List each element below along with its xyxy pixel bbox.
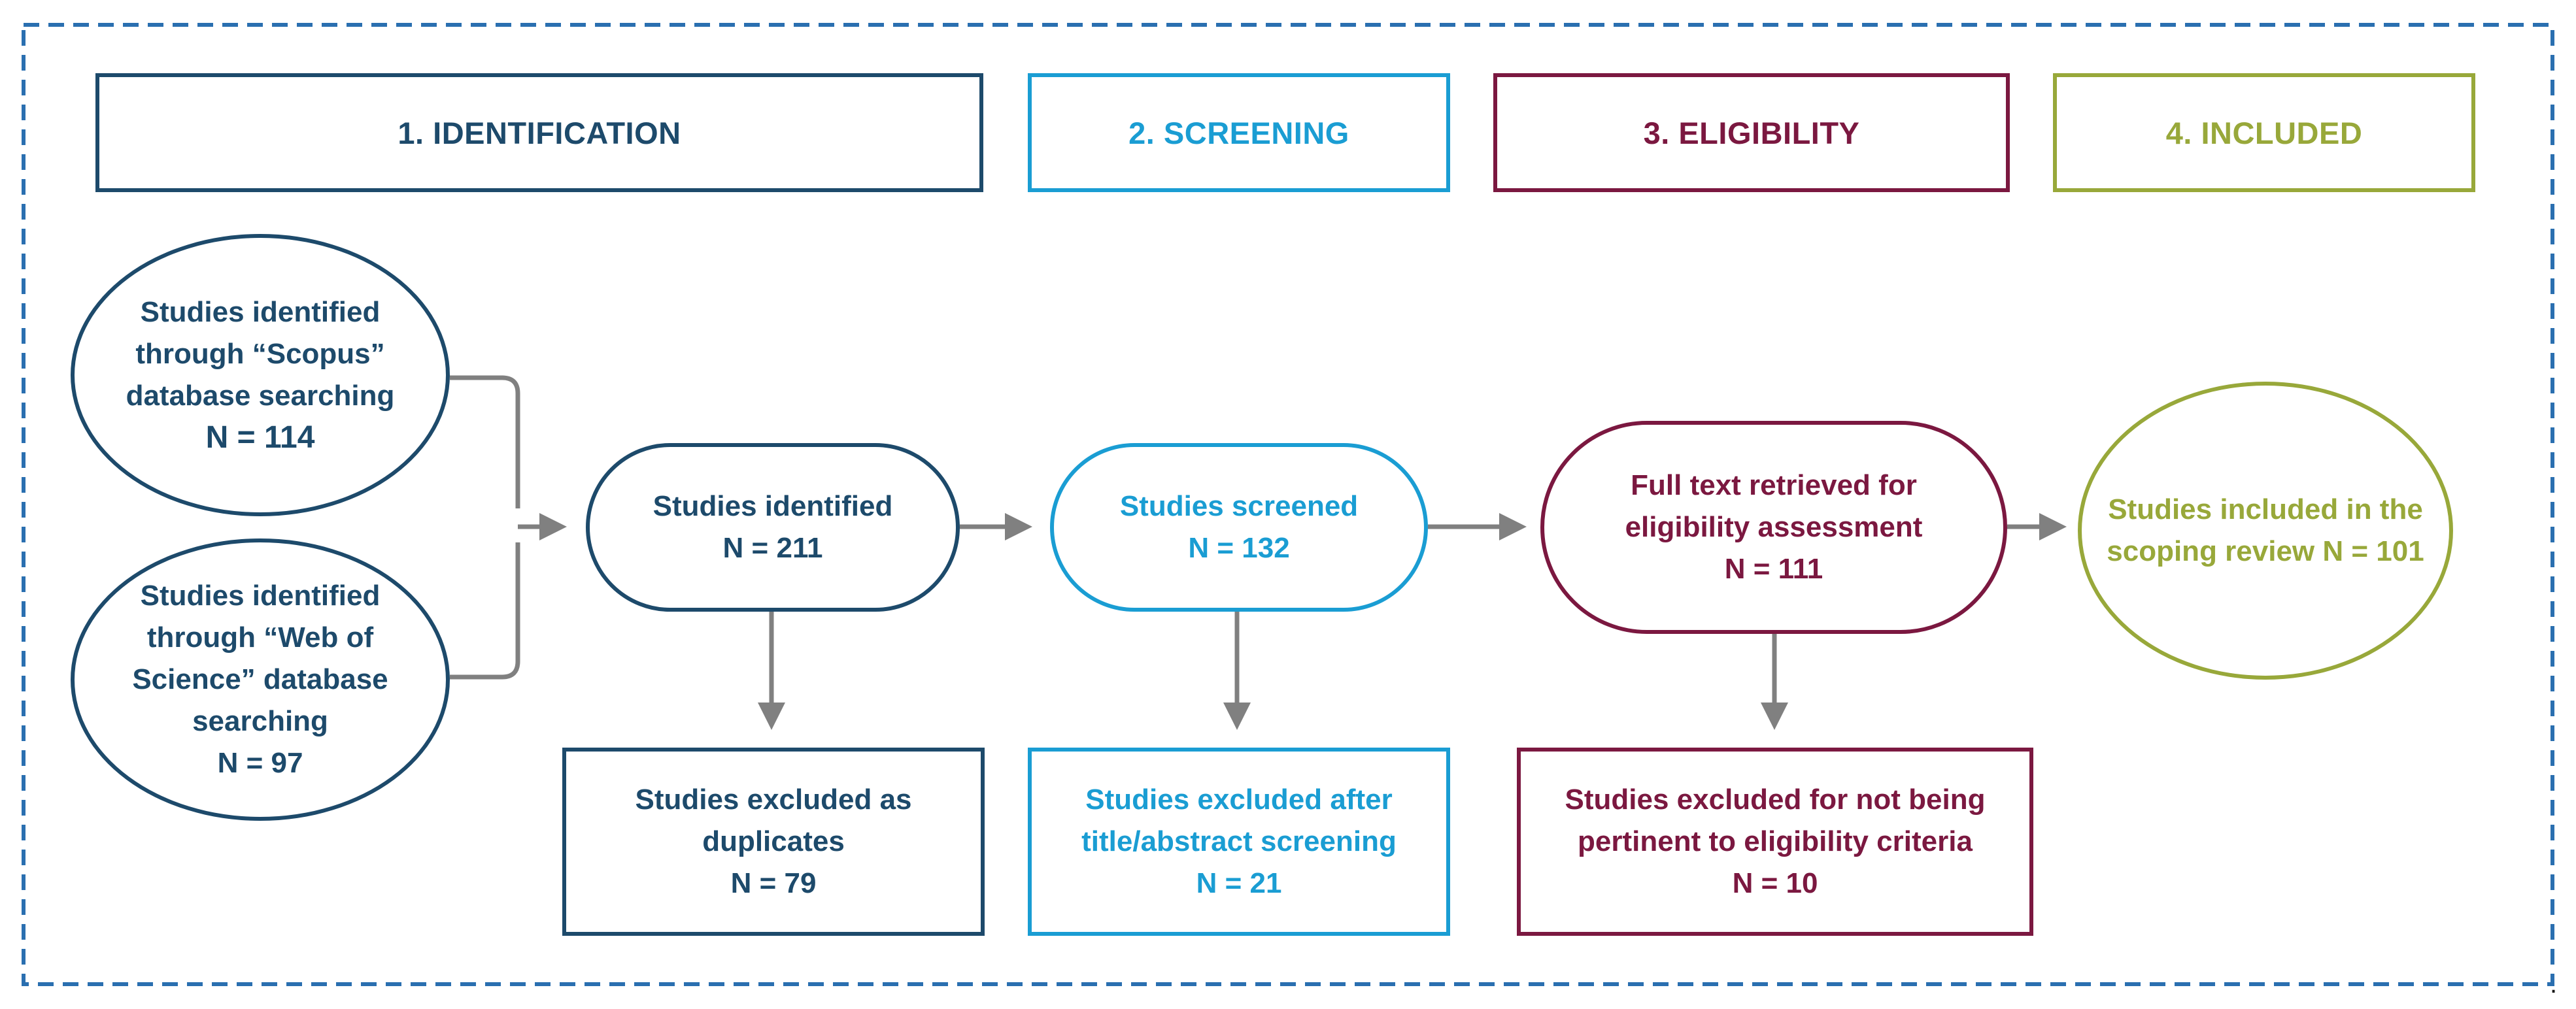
node-text-line: title/abstract screening xyxy=(1081,825,1397,857)
node-count: N = 10 xyxy=(1732,867,1818,899)
node-text-line: Studies included in the xyxy=(2108,493,2423,525)
outer-dashed-frame xyxy=(22,23,2554,986)
node-text-line: Full text retrieved for xyxy=(1631,469,1917,501)
node-text-line: pertinent to eligibility criteria xyxy=(1578,825,1973,857)
node-text-line: searching xyxy=(192,705,328,737)
node-count: N = 97 xyxy=(217,747,303,779)
node-text-line: Studies excluded as xyxy=(635,784,912,816)
node-text-line: Science” database xyxy=(132,663,388,695)
excluded-title-abstract-box: Studies excluded after title/abstract sc… xyxy=(1028,748,1450,936)
phase-header-identification: 1. IDENTIFICATION xyxy=(95,73,983,192)
node-text-line: database searching xyxy=(126,380,395,412)
node-text-line: scoping review N = 101 xyxy=(2107,535,2424,567)
studies-screened-node: Studies screened N = 132 xyxy=(1050,443,1428,612)
node-count: N = 79 xyxy=(730,867,817,899)
connector-scopus xyxy=(450,375,520,508)
node-text-line: Studies excluded for not being xyxy=(1565,784,1986,816)
phase-header-screening: 2. SCREENING xyxy=(1028,73,1450,192)
node-count: N = 111 xyxy=(1724,553,1823,585)
phase-header-included: 4. INCLUDED xyxy=(2053,73,2475,192)
node-count: N = 211 xyxy=(722,532,823,564)
node-count: N = 114 xyxy=(205,420,315,455)
studies-included-node: Studies included in the scoping review N… xyxy=(2078,382,2453,680)
node-text-line: eligibility assessment xyxy=(1625,511,1923,543)
excluded-criteria-box: Studies excluded for not being pertinent… xyxy=(1517,748,2033,936)
trailing-period: . xyxy=(2550,970,2558,999)
node-count: N = 132 xyxy=(1188,532,1290,564)
node-text-line: Studies identified xyxy=(140,296,381,328)
source-scopus-node: Studies identified through “Scopus” data… xyxy=(71,234,450,516)
node-text-line: through “Scopus” xyxy=(135,338,385,370)
node-text-line: through “Web of xyxy=(146,621,374,653)
node-text-line: Studies identified xyxy=(652,490,893,522)
node-text-line: duplicates xyxy=(702,825,845,857)
node-count: N = 21 xyxy=(1196,867,1282,899)
phase-header-eligibility: 3. ELIGIBILITY xyxy=(1493,73,2010,192)
node-text-line: Studies excluded after xyxy=(1085,784,1393,816)
full-text-retrieved-node: Full text retrieved for eligibility asse… xyxy=(1540,421,2007,634)
node-text-line: Studies screened xyxy=(1119,490,1359,522)
excluded-duplicates-box: Studies excluded as duplicates N = 79 xyxy=(562,748,985,936)
source-wos-node: Studies identified through “Web of Scien… xyxy=(71,538,450,821)
node-text-line: Studies identified xyxy=(140,580,381,612)
studies-identified-node: Studies identified N = 211 xyxy=(586,443,960,612)
connector-wos xyxy=(450,542,520,680)
